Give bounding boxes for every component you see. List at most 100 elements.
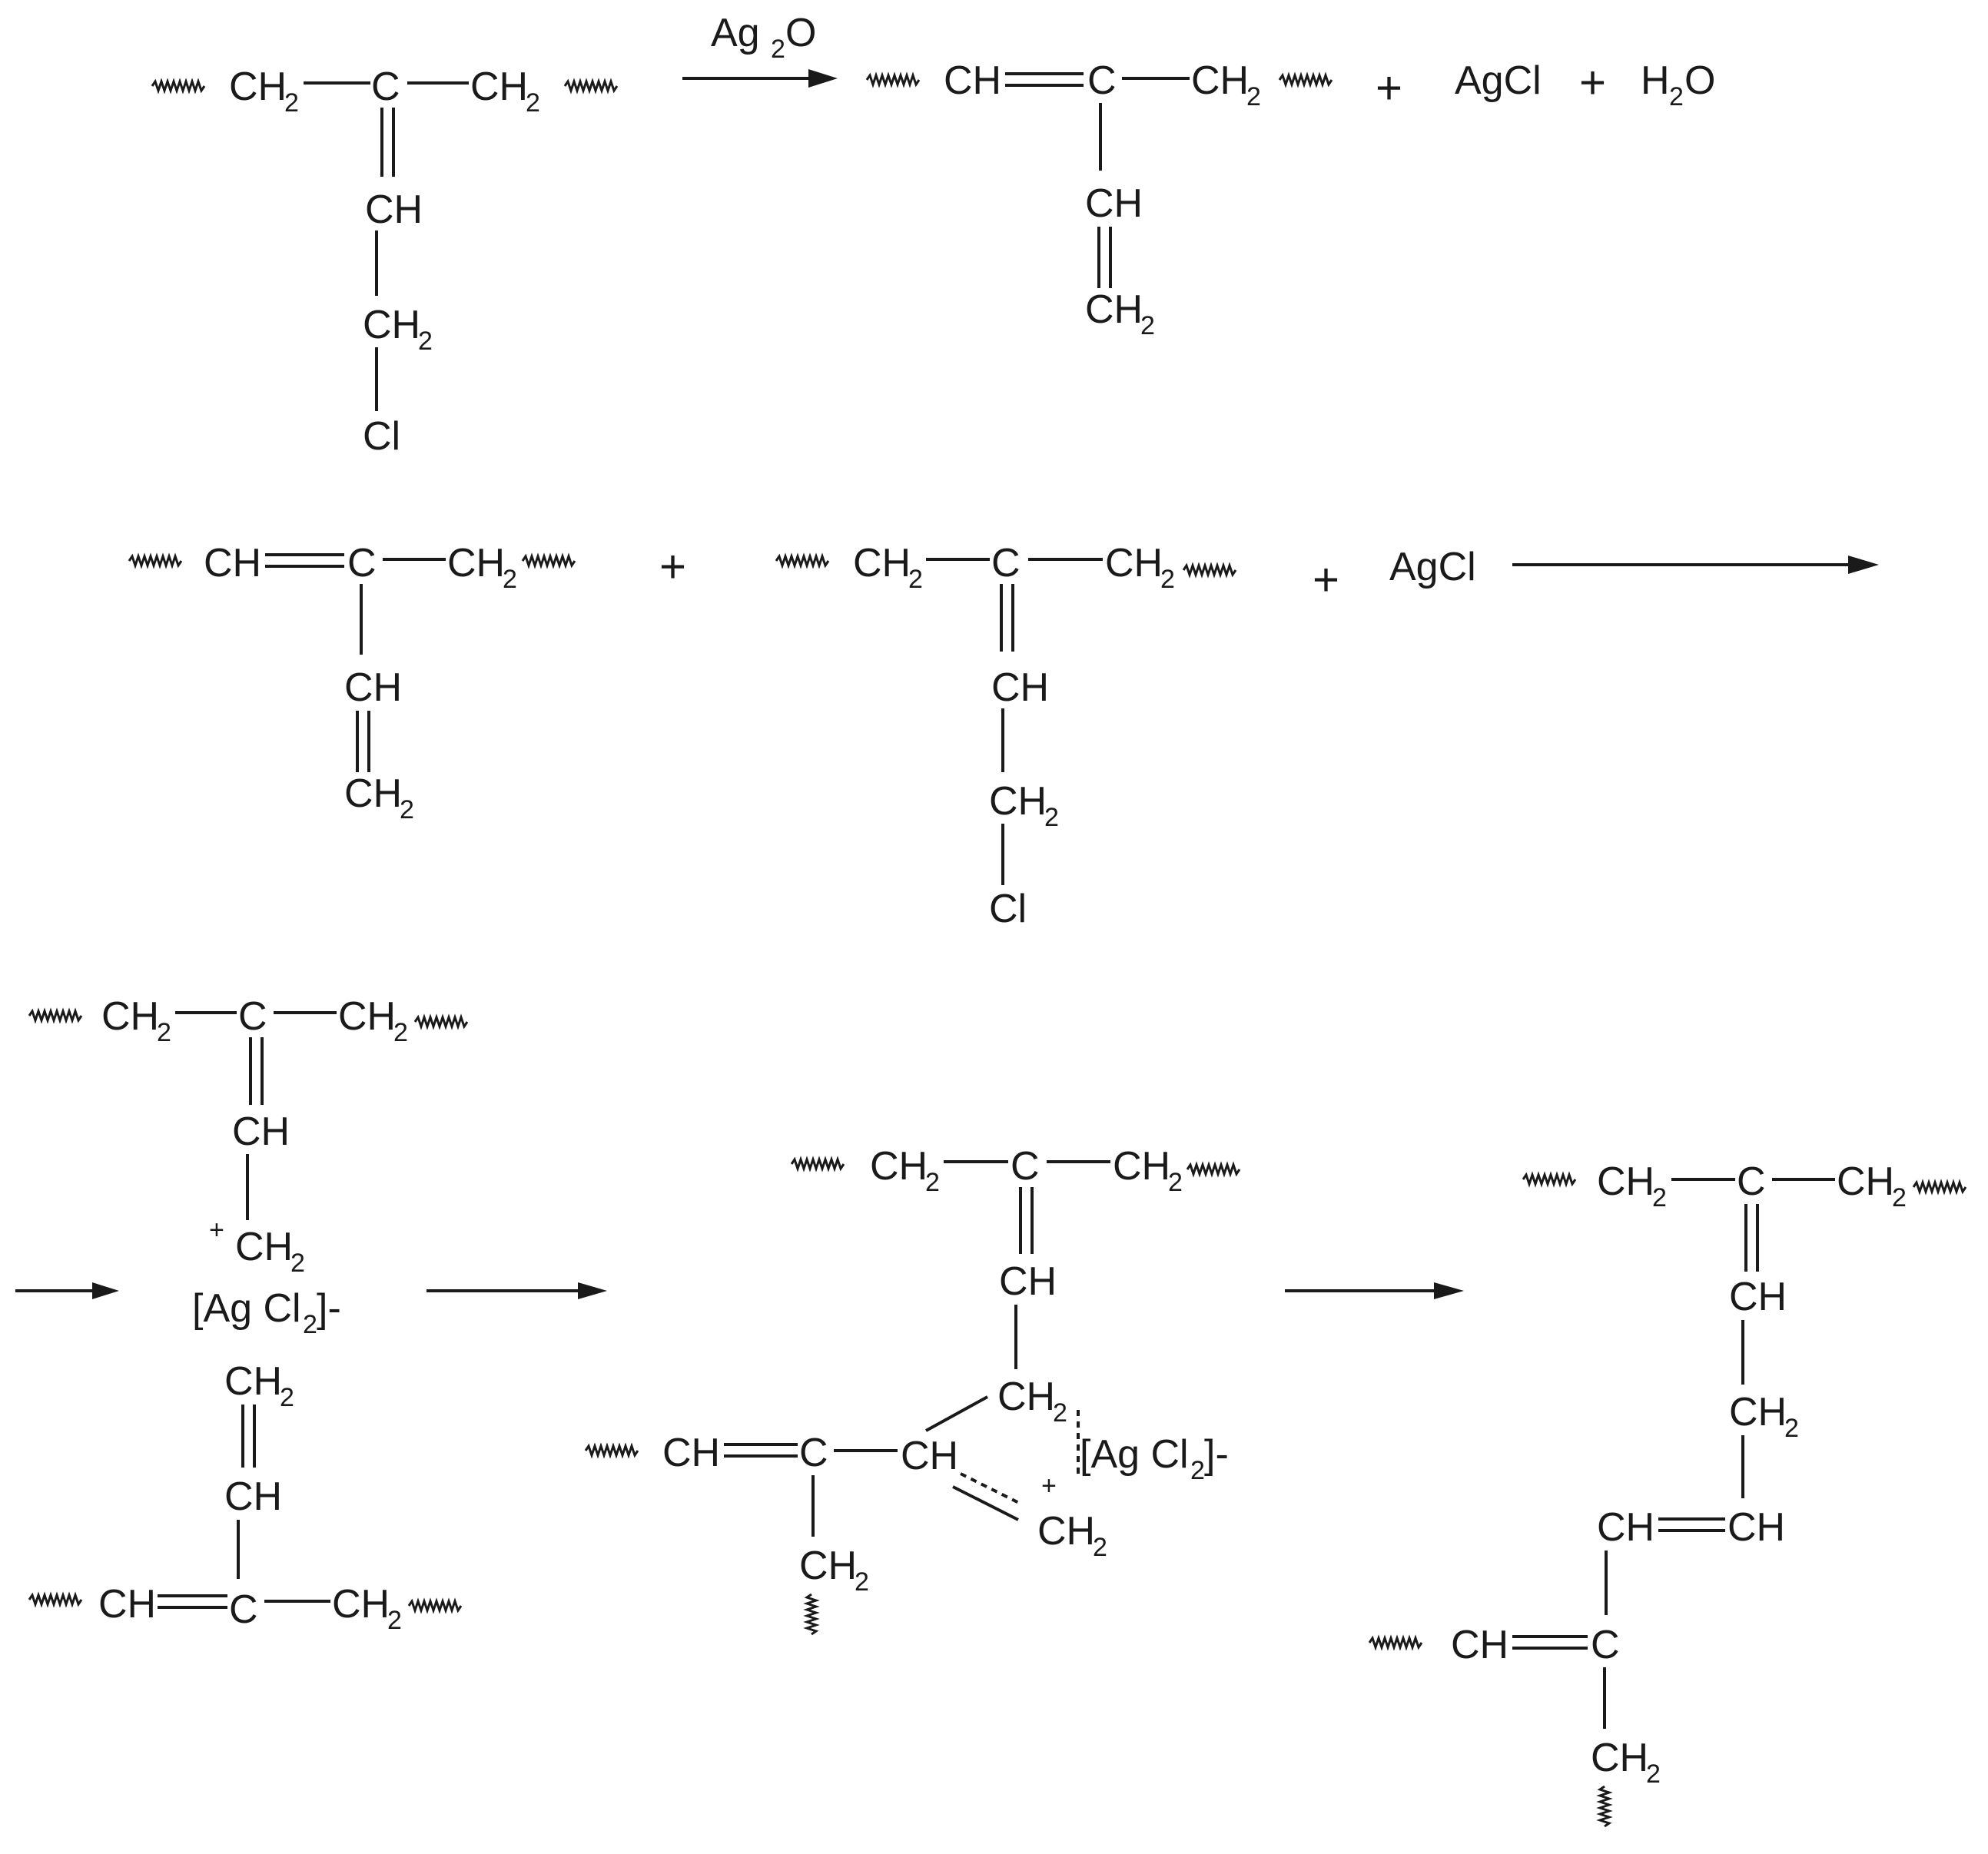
subscript-2: 2 xyxy=(400,795,414,824)
chain-end-squiggle xyxy=(1278,74,1333,86)
ch2-label: CH xyxy=(1037,1509,1095,1554)
arrow-5 xyxy=(1285,1282,1464,1299)
chain-end-squiggle xyxy=(1368,1637,1423,1649)
arrow-4 xyxy=(426,1282,607,1299)
chain-end-squiggle xyxy=(407,1600,463,1612)
ch2-label: CH xyxy=(1105,541,1163,585)
chain-end-squiggle xyxy=(521,555,576,567)
ch2-label: CH xyxy=(853,541,911,585)
ch2-label: CH xyxy=(1085,287,1143,332)
ch2-label: CH xyxy=(1113,1144,1170,1189)
subscript-2: 2 xyxy=(387,1606,402,1635)
ch2-label: CH xyxy=(447,541,505,585)
row1-reactant: CH 2 C CH 2 CH CH 2 Cl xyxy=(151,65,619,459)
ch-label: CH xyxy=(204,541,261,585)
agcl-label: AgCl xyxy=(1455,58,1542,103)
subscript-2: 2 xyxy=(1160,565,1175,594)
ch-label: CH xyxy=(662,1431,720,1475)
c-label: C xyxy=(229,1587,258,1632)
chain-end-squiggle xyxy=(865,74,921,86)
subscript-2: 2 xyxy=(157,1018,171,1047)
subscript-2: 2 xyxy=(503,565,517,594)
row1-product: CH C CH 2 CH CH 2 xyxy=(865,58,1333,340)
ch2-label: CH xyxy=(1837,1159,1894,1204)
ch-label: CH xyxy=(1597,1505,1654,1550)
subscript-2: 2 xyxy=(1168,1168,1183,1197)
o-label: O xyxy=(785,11,816,55)
c-label: C xyxy=(799,1431,828,1475)
chain-end-squiggle xyxy=(563,80,619,92)
subscript-2: 2 xyxy=(303,1310,317,1339)
ch2-label: CH xyxy=(1591,1736,1648,1780)
ch2-label: CH xyxy=(1597,1159,1654,1204)
c-label: C xyxy=(1737,1159,1766,1204)
agcl2-anion: [Ag Cl 2 ]- xyxy=(1080,1432,1229,1485)
subscript-2: 2 xyxy=(1140,311,1155,340)
chain-end-squiggle xyxy=(1598,1785,1611,1828)
subscript-2: 2 xyxy=(771,35,785,64)
chain-end-squiggle xyxy=(1186,1163,1241,1176)
subscript-2: 2 xyxy=(284,88,299,118)
water-label: H 2 O xyxy=(1641,58,1715,111)
o-label: O xyxy=(1684,58,1715,103)
ch2-label: CH xyxy=(235,1225,293,1269)
chain-end-squiggle xyxy=(1912,1181,1967,1193)
ch-label: CH xyxy=(98,1582,156,1627)
agcl-label: AgCl xyxy=(1389,545,1476,589)
arrow-3 xyxy=(15,1282,119,1299)
ch2-label: CH xyxy=(997,1375,1055,1419)
ch2-label: CH xyxy=(1191,58,1249,103)
agcl2-anion: [Ag Cl 2 ]- xyxy=(192,1286,341,1339)
ch2-label: CH xyxy=(229,65,287,109)
ch2-label: CH xyxy=(338,994,396,1039)
subscript-2: 2 xyxy=(1646,1759,1661,1789)
ch-label: CH xyxy=(944,58,1001,103)
h-label: H xyxy=(1641,58,1670,103)
row2-chloroallyl-unit: CH 2 C CH 2 CH CH 2 Cl xyxy=(775,541,1237,931)
ch-label: CH xyxy=(1451,1623,1508,1667)
c-label: C xyxy=(1591,1623,1620,1667)
subscript-2: 2 xyxy=(526,88,540,118)
subscript-2: 2 xyxy=(418,327,433,356)
arrow-2 xyxy=(1512,556,1879,574)
row3-ion-pair-intermediate: CH 2 C CH 2 CH + CH 2 [Ag Cl 2 ]- CH 2 C… xyxy=(28,994,469,1635)
ch2-label: CH xyxy=(989,779,1047,824)
arrow-1 xyxy=(682,69,838,88)
ch-label: CH xyxy=(901,1434,958,1478)
agcl2-open-label: [Ag Cl xyxy=(1080,1432,1189,1477)
ch2-label: CH xyxy=(799,1544,857,1588)
subscript-2: 2 xyxy=(1652,1183,1667,1212)
chain-end-squiggle xyxy=(28,1010,83,1022)
subscript-2: 2 xyxy=(908,565,923,594)
chain-end-squiggle xyxy=(775,555,830,567)
row2-diene-unit: CH C CH 2 CH CH 2 xyxy=(128,541,576,824)
subscript-2: 2 xyxy=(855,1567,869,1597)
subscript-2: 2 xyxy=(1190,1456,1205,1485)
plus-sign: + xyxy=(1579,57,1606,108)
row3-transition-state: CH 2 C CH 2 CH CH 2 [Ag Cl 2 ]- + CH C C… xyxy=(584,1144,1241,1636)
plus-sign: + xyxy=(1376,62,1402,114)
c-label: C xyxy=(238,994,267,1039)
ch-label: CH xyxy=(365,187,423,232)
ch2-label: CH xyxy=(1729,1390,1787,1434)
chain-end-squiggle xyxy=(28,1594,83,1606)
ch2-label: CH xyxy=(470,65,528,109)
ch2-label: CH xyxy=(332,1582,390,1627)
ag2o-reagent: Ag 2 O xyxy=(711,11,816,64)
chain-end-squiggle xyxy=(151,80,206,92)
chain-end-squiggle xyxy=(1522,1173,1577,1186)
chain-end-squiggle xyxy=(805,1593,818,1636)
cation-charge: + xyxy=(209,1216,224,1245)
chain-end-squiggle xyxy=(790,1158,845,1170)
plus-sign: + xyxy=(659,541,686,592)
cation-charge: + xyxy=(1041,1471,1057,1501)
c-label: C xyxy=(1011,1144,1040,1189)
row3-crosslinked-product: CH 2 C CH 2 CH CH 2 CH CH CH C CH 2 xyxy=(1368,1159,1967,1828)
subscript-2: 2 xyxy=(280,1383,294,1412)
c-label: C xyxy=(371,65,400,109)
ch-label: CH xyxy=(991,665,1049,710)
c-label: C xyxy=(347,541,377,585)
subscript-2: 2 xyxy=(1053,1398,1067,1428)
ch2-label: CH xyxy=(363,303,420,347)
